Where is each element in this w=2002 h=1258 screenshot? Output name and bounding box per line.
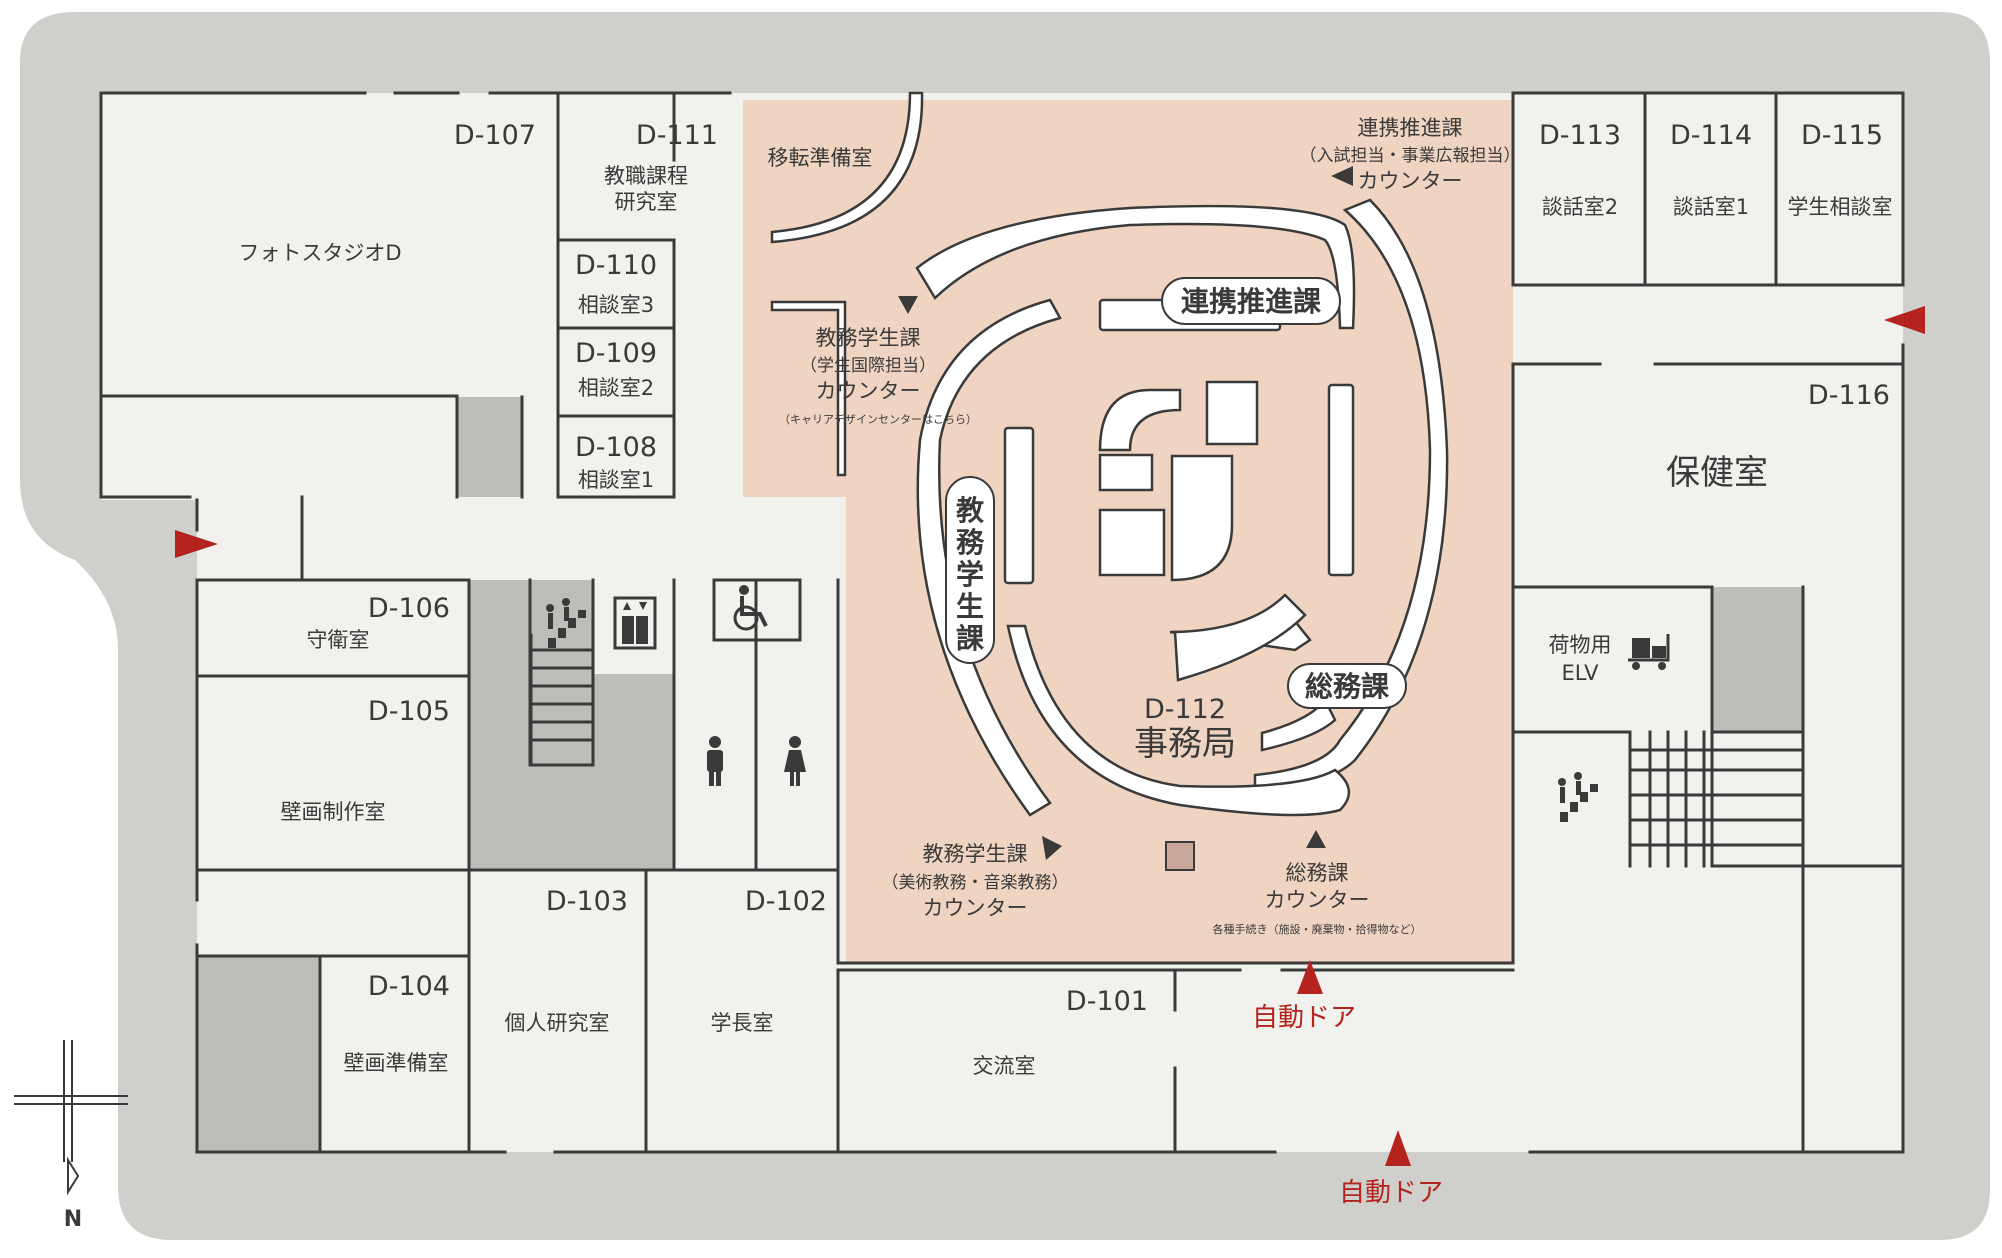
room-name-d106: 守衛室 xyxy=(307,628,370,652)
room-id-d113: D-113 xyxy=(1539,120,1621,151)
room-id-d111: D-111 xyxy=(636,120,718,151)
counter-renkei-l2: （入試担当・事業広報担当） xyxy=(1300,146,1521,166)
room-id-d106: D-106 xyxy=(368,593,450,624)
svg-text:学: 学 xyxy=(956,558,984,591)
room-name-d111-l1: 教職課程 xyxy=(604,164,688,188)
room-name-d107: フォトスタジオD xyxy=(238,241,401,265)
room-id-d116: D-116 xyxy=(1808,380,1890,411)
room-id-d107: D-107 xyxy=(454,120,536,151)
room-name-d102: 学長室 xyxy=(711,1011,774,1035)
room-name-d108: 相談室1 xyxy=(578,468,654,492)
room-name-d113: 談話室2 xyxy=(1542,195,1618,219)
service-block-elv xyxy=(1712,587,1803,732)
svg-text:務: 務 xyxy=(956,526,985,559)
svg-text:生: 生 xyxy=(956,590,984,623)
office-pillar xyxy=(1165,841,1195,871)
womens-restroom-icon xyxy=(784,736,806,786)
room-name-d116: 保健室 xyxy=(1666,453,1768,493)
svg-text:教: 教 xyxy=(956,494,984,527)
service-block-core-right xyxy=(593,674,674,870)
cart-icon xyxy=(1628,634,1670,670)
room-name-relocation: 移転準備室 xyxy=(768,146,873,170)
svg-text:課: 課 xyxy=(956,622,985,655)
counter-kyomu-intl-l3: カウンター xyxy=(816,379,921,403)
stairs-icon xyxy=(538,598,586,648)
svg-text:総務課: 総務課 xyxy=(1305,670,1390,703)
office-counters xyxy=(770,91,1449,871)
room-id-d112: D-112 xyxy=(1144,694,1226,725)
room-id-d105: D-105 xyxy=(368,696,450,727)
room-id-d104: D-104 xyxy=(368,971,450,1002)
room-name-d115: 学生相談室 xyxy=(1788,195,1893,219)
room-name-d112: 事務局 xyxy=(1134,724,1236,764)
soumu-pill: 総務課 xyxy=(1287,663,1407,709)
room-id-d103: D-103 xyxy=(546,886,628,917)
room-id-d109: D-109 xyxy=(575,338,657,369)
room-id-d115: D-115 xyxy=(1801,120,1883,151)
service-block-d104 xyxy=(197,956,320,1152)
counter-soumu-l3: 各種手続き（施設・廃棄物・拾得物など） xyxy=(1213,922,1422,936)
auto-door-label-2: 自動ドア xyxy=(1339,1178,1443,1208)
counter-kyomu-intl-l2: （学生国際担当） xyxy=(800,356,936,376)
mens-restroom-icon xyxy=(707,736,723,786)
walls xyxy=(99,91,1905,1154)
wheelchair-icon xyxy=(733,585,768,631)
counter-renkei-l3: カウンター xyxy=(1358,169,1463,193)
room-id-d110: D-110 xyxy=(575,250,657,281)
room-name-d105: 壁画制作室 xyxy=(281,800,386,824)
room-id-d108: D-108 xyxy=(575,432,657,463)
room-id-d102: D-102 xyxy=(745,886,827,917)
service-block-d107 xyxy=(457,397,522,497)
room-name-d109: 相談室2 xyxy=(578,376,654,400)
room-name-freight-elv-l1: 荷物用 xyxy=(1549,633,1612,657)
counter-soumu-l2: カウンター xyxy=(1265,888,1370,912)
room-id-d101: D-101 xyxy=(1066,986,1148,1017)
counter-kyomu-art-l2: （美術教務・音楽教務） xyxy=(882,873,1069,893)
counter-kyomu-art-l1: 教務学生課 xyxy=(923,842,1028,866)
counter-kyomu-art-l3: カウンター xyxy=(923,896,1028,920)
auto-door-label-1: 自動ドア xyxy=(1252,1003,1356,1033)
counter-soumu-l1: 総務課 xyxy=(1286,861,1349,885)
counter-marker-icon xyxy=(898,166,1353,860)
renkei-pill: 連携推進課 xyxy=(1161,277,1341,325)
compass-icon xyxy=(14,1040,128,1196)
counter-kyomu-intl-l1: 教務学生課 xyxy=(816,326,921,350)
stairs-icon xyxy=(1550,772,1598,822)
kyomu-pill: 教 務 学 生 課 xyxy=(945,476,995,664)
room-name-d104: 壁画準備室 xyxy=(344,1051,449,1075)
room-id-d114: D-114 xyxy=(1670,120,1752,151)
room-name-d110: 相談室3 xyxy=(578,293,654,317)
room-name-d101: 交流室 xyxy=(973,1054,1036,1078)
counter-kyomu-intl-l4: （キャリアデザインセンターはこちら） xyxy=(779,412,977,426)
compass-label: N xyxy=(64,1207,82,1232)
svg-text:連携推進課: 連携推進課 xyxy=(1181,285,1322,318)
room-name-freight-elv-l2: ELV xyxy=(1561,661,1599,685)
elevator-icon xyxy=(613,596,657,650)
entrance-arrow-icon xyxy=(175,306,1925,1166)
room-name-d114: 談話室1 xyxy=(1673,195,1749,219)
counter-renkei-l1: 連携推進課 xyxy=(1358,116,1463,140)
room-name-d111-l2: 研究室 xyxy=(615,190,678,214)
room-name-d103: 個人研究室 xyxy=(505,1011,610,1035)
